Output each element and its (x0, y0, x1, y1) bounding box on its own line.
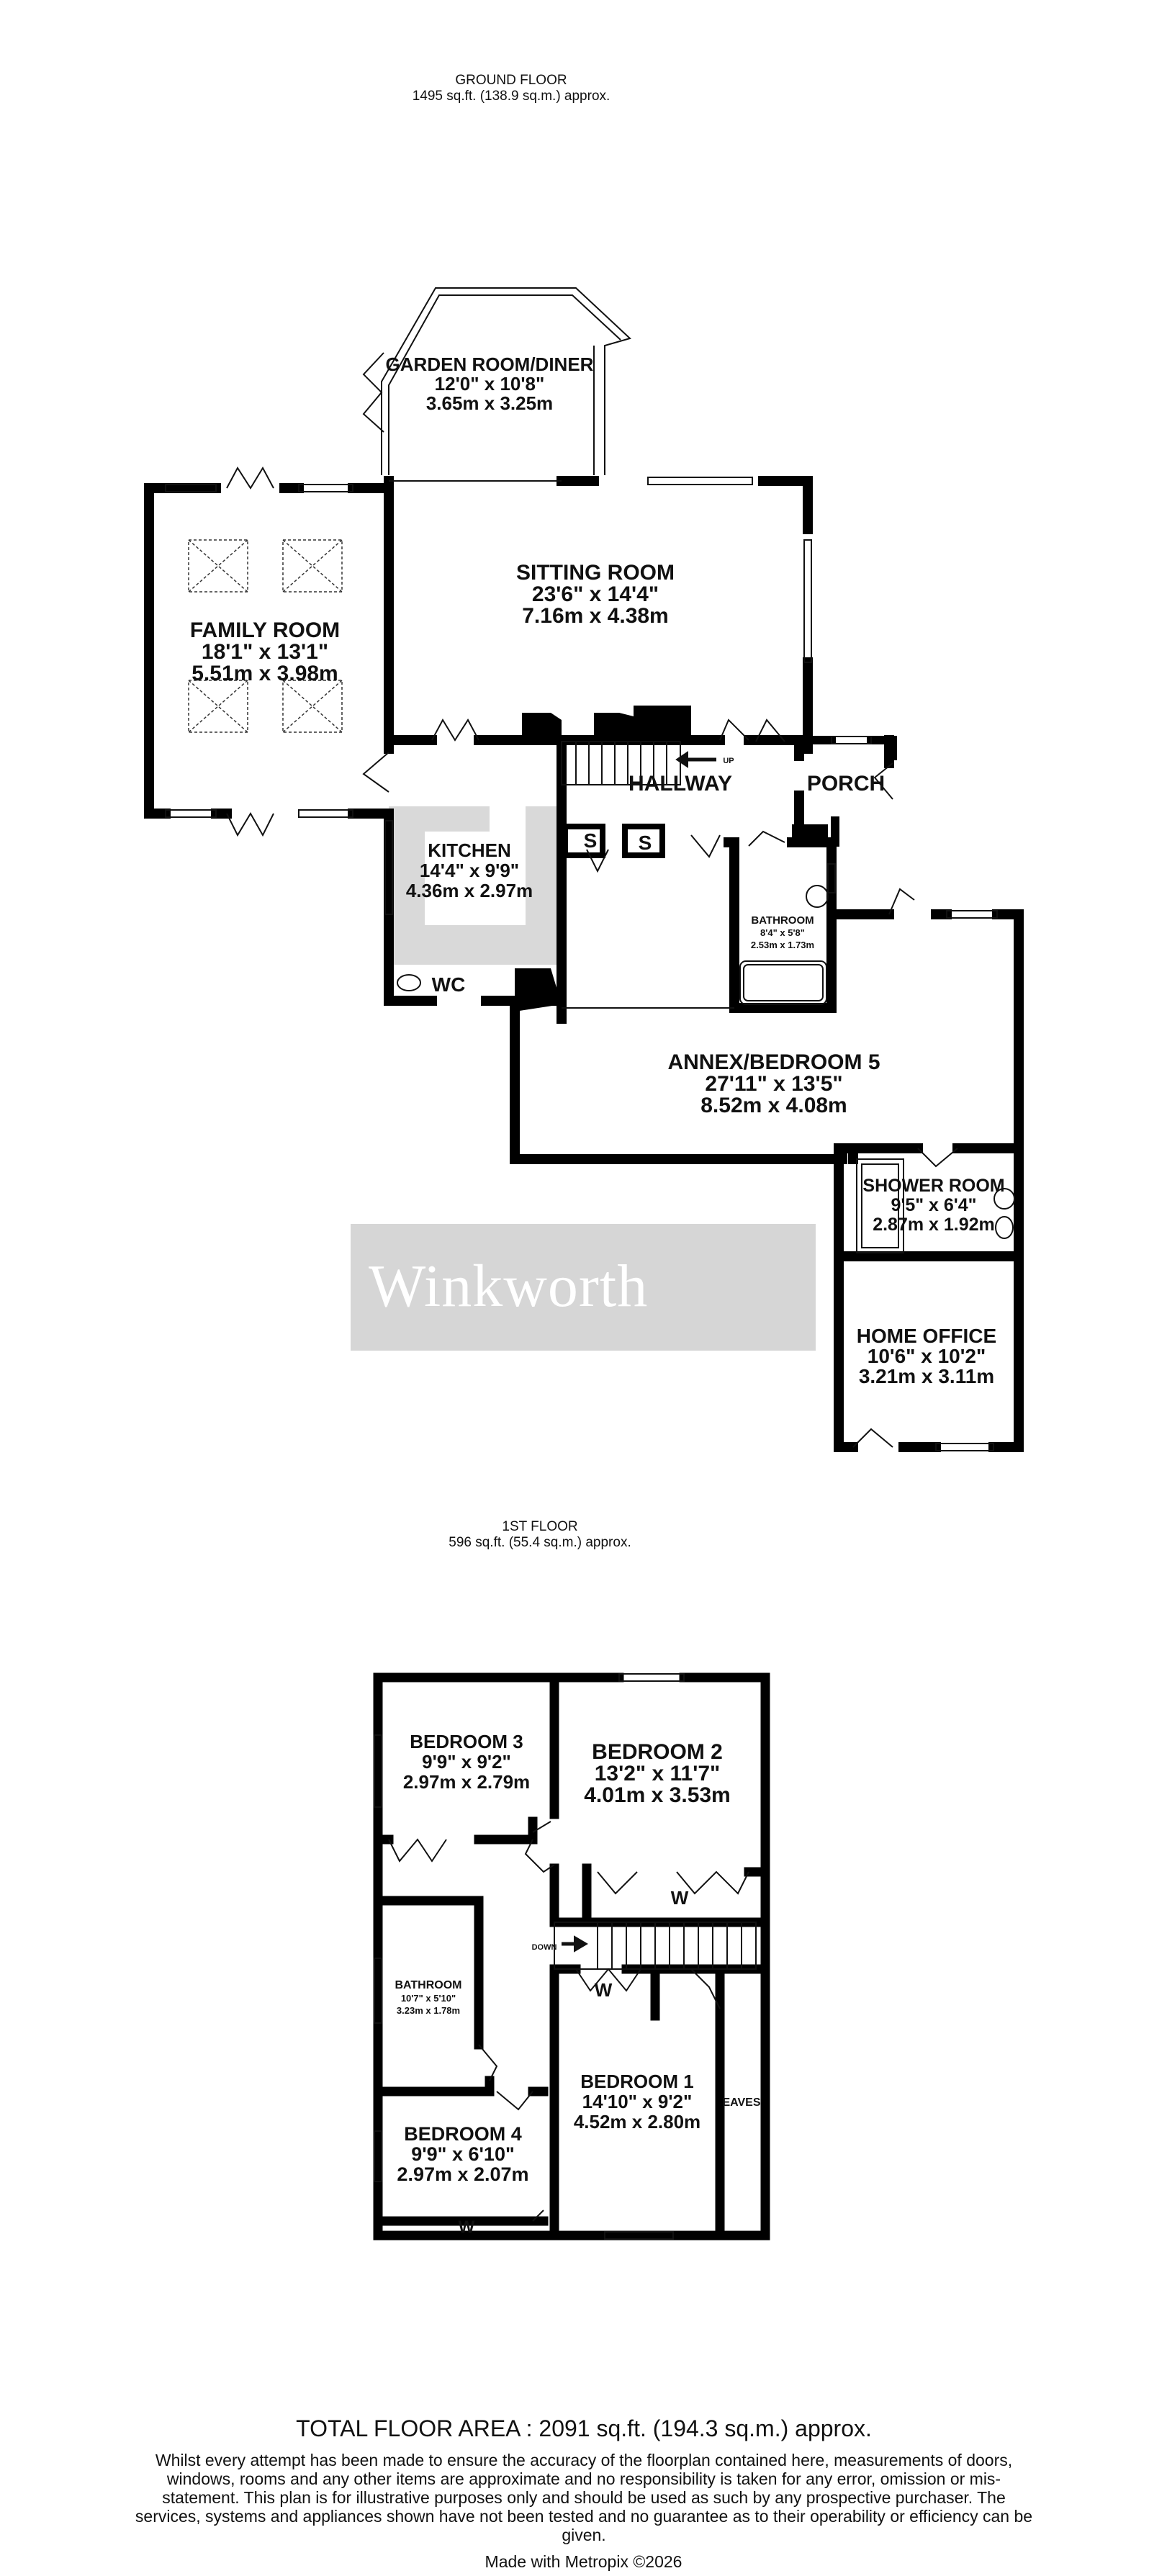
bedroom3-imperial: 9'9" x 9'2" (422, 1751, 511, 1773)
porch-name: PORCH (807, 772, 885, 796)
ground-bathroom-name: BATHROOM (751, 914, 814, 927)
ground-floor-area: 1495 sq.ft. (138.9 sq.m.) approx. (412, 89, 610, 104)
garden-room-name: GARDEN ROOM/DINER (386, 353, 594, 375)
bedroom3-name: BEDROOM 3 (410, 1731, 523, 1752)
bedroom3-metric: 2.97m x 2.79m (403, 1771, 530, 1793)
office-openings (852, 1428, 994, 1451)
first-bathroom-metric: 3.23m x 1.78m (397, 2005, 460, 2016)
disclaimer-text: Whilst every attempt has been made to en… (135, 2451, 1033, 2544)
first-floor-walls (373, 1672, 770, 2241)
ground-floor-heading: GROUND FLOOR 1495 sq.ft. (138.9 sq.m.) a… (331, 73, 691, 104)
fireplaces (515, 706, 828, 1012)
bathroom-fittings (739, 830, 836, 1005)
porch-openings (755, 719, 893, 800)
shower-room-metric: 2.87m x 1.92m (873, 1215, 995, 1235)
wardrobe-label-bed2: W (671, 1887, 689, 1909)
shower-room-imperial: 9'5" x 6'4" (891, 1195, 976, 1215)
watermark-logo: Winkworth (369, 1253, 649, 1320)
hallway-stairs (561, 741, 716, 785)
bedroom2-imperial: 13'2" x 11'7" (595, 1762, 721, 1785)
bedroom2-metric: 4.01m x 3.53m (584, 1783, 730, 1807)
sitting-room-name: SITTING ROOM (516, 561, 675, 585)
watermark-banner: Winkworth (351, 1224, 816, 1351)
first-bathroom-imperial: 10'7" x 5'10" (401, 1993, 456, 2004)
wc-name: WC (432, 973, 466, 996)
garden-room-metric: 3.65m x 3.25m (426, 392, 553, 414)
bedroom2-name: BEDROOM 2 (592, 1740, 723, 1764)
bedroom1-name: BEDROOM 1 (580, 2071, 693, 2092)
sitting-room-metric: 7.16m x 4.38m (522, 604, 668, 628)
sitting-room-windows (389, 477, 812, 742)
shower-room-name: SHOWER ROOM (862, 1176, 1004, 1196)
store-label-2: S (639, 832, 652, 854)
garden-room-bay (362, 287, 631, 475)
ground-floor-plan (144, 287, 1024, 1452)
store-cupboards (562, 824, 665, 858)
kitchen-name: KITCHEN (428, 839, 511, 861)
family-room-walls (144, 483, 394, 819)
kitchen-metric: 4.36m x 2.97m (406, 880, 533, 901)
first-floor-windows (374, 1673, 685, 2240)
annex-openings (562, 888, 998, 1009)
porch-walls (795, 736, 897, 847)
shower-fittings (856, 1148, 1015, 1253)
home-office-name: HOME OFFICE (857, 1325, 996, 1347)
store-label-1: S (584, 829, 598, 852)
home-office-metric: 3.21m x 3.11m (859, 1365, 994, 1387)
kitchen-floor (389, 806, 557, 965)
first-floor-heading: 1ST FLOOR 596 sq.ft. (55.4 sq.m.) approx… (360, 1519, 720, 1551)
wardrobe-label-bed4: W (459, 2217, 475, 2237)
floorplan-drawing: GARDEN ROOM/DINER 12'0" x 10'8" 3.65m x … (144, 287, 1024, 2241)
stairs-down-label: DOWN (532, 1943, 557, 1952)
garden-room-imperial: 12'0" x 10'8" (435, 373, 545, 395)
kitchen-imperial: 14'4" x 9'9" (420, 860, 519, 881)
home-office-imperial: 10'6" x 10'2" (868, 1345, 986, 1367)
first-floor-plan (373, 1672, 770, 2241)
bedroom4-imperial: 9'9" x 6'10" (411, 2143, 515, 2165)
family-room-openings (165, 466, 353, 837)
first-floor-stairs (554, 1922, 757, 1970)
ground-bathroom-metric: 2.53m x 1.73m (751, 940, 814, 950)
hallway-name: HALLWAY (628, 772, 732, 796)
first-floor-labels: BEDROOM 3 9'9" x 9'2" 2.97m x 2.79m BEDR… (395, 1731, 760, 2237)
first-bathroom-name: BATHROOM (395, 1979, 461, 1991)
bedroom1-imperial: 14'10" x 9'2" (582, 2091, 693, 2112)
first-floor-title: 1ST FLOOR (502, 1519, 578, 1534)
made-with-credit: Made with Metropix ©2026 (485, 2552, 682, 2571)
kitchen-details (362, 752, 721, 991)
bedroom1-metric: 4.52m x 2.80m (574, 2111, 700, 2133)
bedroom4-metric: 2.97m x 2.07m (397, 2163, 528, 2185)
annex-name: ANNEX/BEDROOM 5 (667, 1050, 880, 1074)
eaves-label: EAVES (722, 2097, 760, 2109)
stairs-up-label: UP (723, 757, 734, 765)
wardrobe-label-bed1: W (595, 1979, 613, 2001)
family-room-imperial: 18'1" x 13'1" (202, 640, 328, 664)
bedroom4-name: BEDROOM 4 (404, 2123, 522, 2145)
annex-imperial: 27'11" x 13'5" (705, 1072, 842, 1096)
sitting-room-imperial: 23'6" x 14'4" (532, 582, 659, 606)
ground-floor-labels: GARDEN ROOM/DINER 12'0" x 10'8" 3.65m x … (190, 353, 1005, 1387)
annex-metric: 8.52m x 4.08m (700, 1094, 847, 1117)
family-room-metric: 5.51m x 3.98m (192, 662, 338, 685)
ground-floor-title: GROUND FLOOR (455, 73, 567, 88)
total-floor-area: TOTAL FLOOR AREA : 2091 sq.ft. (194.3 sq… (296, 2415, 872, 2441)
ground-bathroom-imperial: 8'4" x 5'8" (760, 927, 805, 938)
family-room-name: FAMILY ROOM (190, 618, 340, 642)
first-floor-area: 596 sq.ft. (55.4 sq.m.) approx. (449, 1535, 631, 1550)
